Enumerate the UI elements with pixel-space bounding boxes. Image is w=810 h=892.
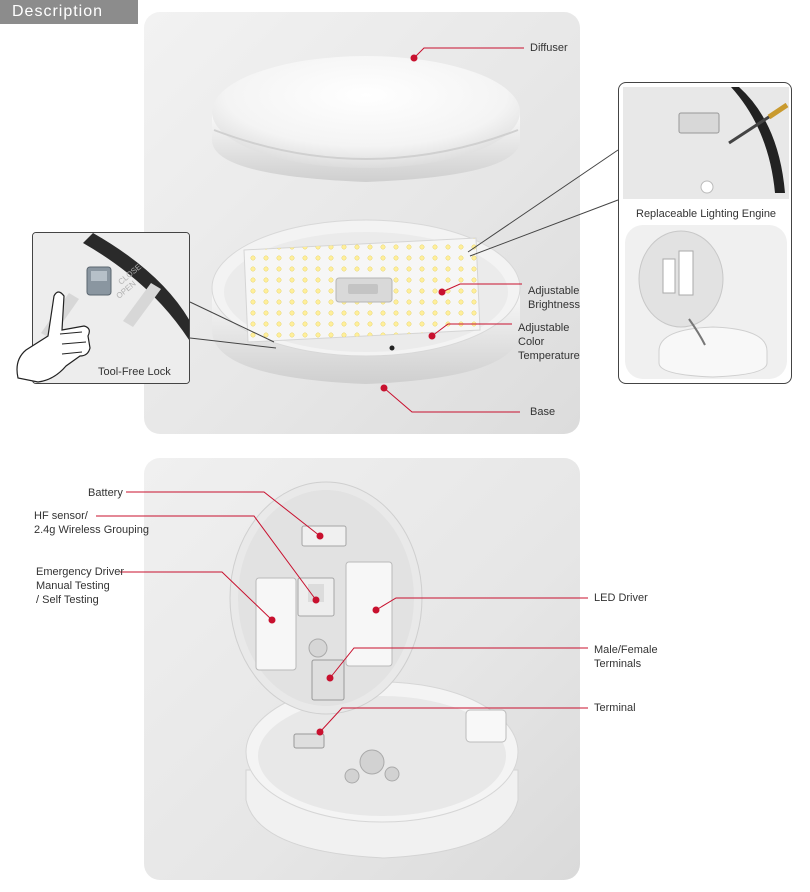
battery-label: Battery — [88, 487, 123, 499]
color-temp-label-line2: Color — [518, 336, 545, 348]
diffuser-label: Diffuser — [530, 42, 568, 54]
engine-detail-illustration — [623, 87, 789, 379]
led-driver-dot — [372, 606, 380, 614]
brightness-label-line1: Adjustable — [528, 285, 580, 297]
brightness-label-line2: Brightness — [528, 299, 580, 311]
male-female-terminals-dot — [326, 674, 334, 682]
color-temp-dot — [428, 332, 436, 340]
battery-dot — [316, 532, 324, 540]
description-tab: Description — [0, 0, 138, 24]
base-dot — [380, 384, 388, 392]
brightness-dot — [438, 288, 446, 296]
bottom-callout-lines — [96, 491, 588, 733]
emergency-driver-dot — [268, 616, 276, 624]
diffuser-dot — [410, 54, 418, 62]
replaceable-engine-inset — [618, 82, 792, 384]
hf-sensor-label-line1: HF sensor/ — [34, 510, 88, 522]
battery-pack — [301, 525, 347, 547]
color-temp-label-line3: Temperature — [518, 350, 580, 362]
emergency-driver-label-line1: Emergency Driver — [36, 566, 125, 578]
diffuser-part — [212, 56, 520, 182]
lighting-engine-board — [229, 481, 423, 749]
base-part — [211, 219, 521, 384]
base-shell — [245, 681, 519, 859]
top-callout-lines — [383, 47, 524, 413]
terminal-label: Terminal — [594, 702, 636, 714]
terminals-label-line1: Male/Female — [594, 644, 658, 656]
hf-sensor-label-line2: 2.4g Wireless Grouping — [34, 524, 149, 536]
emergency-driver-label-line2: Manual Testing — [36, 580, 110, 592]
base-label: Base — [530, 406, 556, 418]
color-temp-label-line1: Adjustable — [518, 322, 570, 334]
terminals-label-line2: Terminals — [594, 658, 642, 670]
tool-free-lock-label: Tool-Free Lock — [98, 366, 171, 378]
terminal-dot — [316, 728, 324, 736]
led-driver-label: LED Driver — [594, 592, 648, 604]
replaceable-engine-label: Replaceable Lighting Engine — [636, 208, 777, 220]
emergency-driver-box — [255, 577, 297, 671]
hf-sensor-dot — [312, 596, 320, 604]
emergency-driver-label-line3: / Self Testing — [36, 594, 99, 606]
led-driver-box — [345, 561, 393, 667]
